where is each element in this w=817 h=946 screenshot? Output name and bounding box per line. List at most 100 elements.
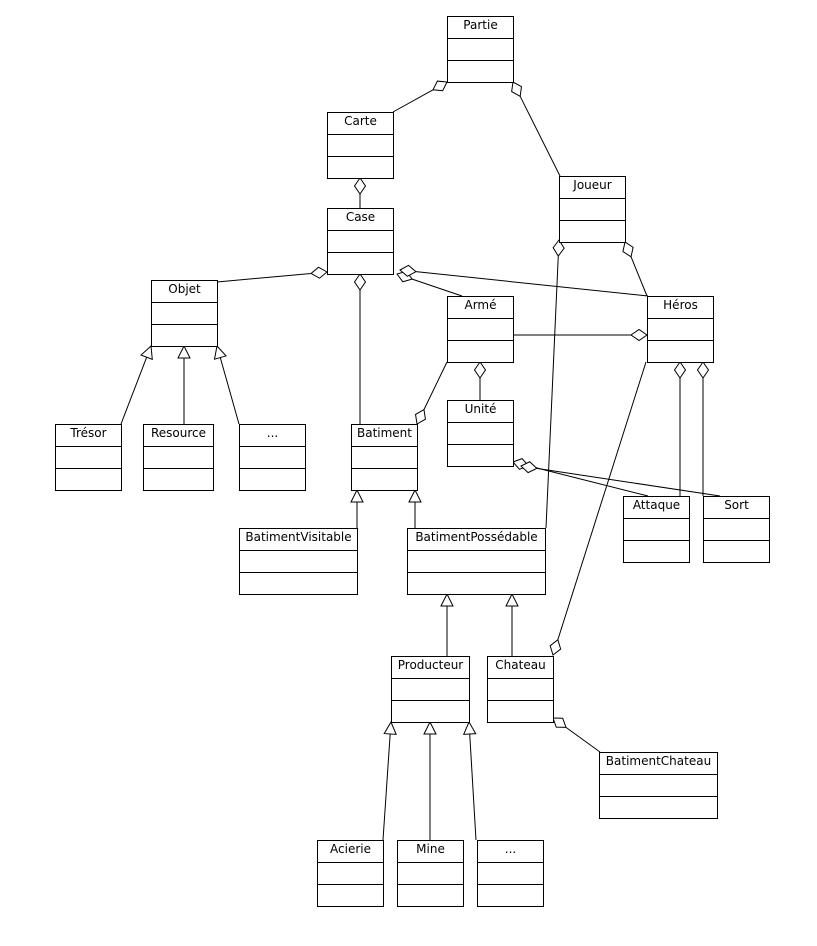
class-box-joueur: Joueur: [559, 176, 626, 243]
aggregation-relation: [673, 361, 687, 496]
class-box-unite: Unité: [447, 400, 514, 467]
class-name: Resource: [151, 426, 206, 440]
class-name: Mine: [416, 842, 445, 856]
generalization-relation: [440, 592, 454, 656]
class-frame: [647, 296, 714, 363]
class-frame: [327, 208, 394, 275]
aggregation-diamond-icon: [673, 361, 687, 379]
aggregation-relation: [473, 361, 487, 400]
relation-layer: [120, 80, 721, 841]
class-name: Armé: [464, 298, 496, 312]
aggregation-line: [392, 89, 434, 113]
class-name: Attaque: [633, 498, 680, 512]
aggregation-relation: [353, 177, 367, 208]
generalization-line: [382, 733, 391, 841]
aggregation-line: [528, 465, 649, 497]
class-name: Acierie: [330, 842, 371, 856]
class-frame: [703, 496, 770, 563]
aggregation-diamond-icon: [630, 328, 648, 342]
generalization-relation: [213, 344, 240, 425]
class-frame: [151, 280, 218, 347]
generalization-line: [219, 357, 240, 425]
aggregation-line: [536, 467, 721, 497]
aggregation-diamond-icon: [310, 266, 328, 279]
aggregation-line: [415, 271, 649, 297]
generalization-line: [120, 357, 148, 425]
class-name: BatimentChateau: [606, 754, 711, 768]
class-name: Producteur: [398, 658, 464, 672]
class-frame: [447, 400, 514, 467]
aggregation-diamond-icon: [696, 361, 710, 379]
generalization-relation: [350, 488, 364, 528]
class-box-chateau: Chateau: [487, 656, 554, 723]
class-name: Objet: [168, 282, 201, 296]
class-frame: [397, 840, 464, 907]
generalization-relation: [505, 592, 519, 656]
aggregation-diamond-icon: [414, 408, 426, 425]
class-box-mine: Mine: [397, 840, 464, 907]
class-frame: [55, 424, 122, 491]
aggregation-relation: [392, 80, 448, 113]
class-box-sort: Sort: [703, 496, 770, 563]
class-box-batiment-chateau: BatimentChateau: [599, 752, 718, 819]
aggregation-diamond-icon: [473, 361, 487, 379]
class-box-objet: Objet: [151, 280, 218, 347]
class-name: Unité: [465, 402, 497, 416]
generalization-triangle-icon: [423, 720, 437, 735]
generalization-triangle-icon: [462, 720, 477, 735]
class-frame: [239, 424, 306, 491]
aggregation-relation: [552, 717, 601, 753]
aggregation-relation: [545, 239, 565, 529]
aggregation-relation: [513, 328, 648, 342]
generalization-relation: [120, 344, 153, 425]
aggregation-diamond-icon: [520, 461, 538, 474]
generalization-triangle-icon: [213, 344, 227, 360]
class-frame: [447, 296, 514, 363]
generalization-triangle-icon: [350, 488, 364, 503]
class-frame: [239, 528, 358, 595]
class-name: ...: [267, 426, 278, 440]
class-box-objet-etc: ...: [239, 424, 306, 491]
generalization-triangle-icon: [440, 592, 454, 607]
class-box-batiment: Batiment: [351, 424, 418, 491]
class-frame: [391, 656, 470, 723]
aggregation-relation: [511, 81, 561, 177]
aggregation-diamond-icon: [399, 264, 417, 277]
aggregation-line: [545, 255, 559, 529]
generalization-relation: [382, 720, 397, 841]
class-name: Partie: [463, 18, 497, 32]
generalization-triangle-icon: [408, 488, 422, 503]
aggregation-line: [630, 256, 648, 297]
aggregation-diamond-icon: [432, 80, 448, 92]
aggregation-line: [216, 272, 312, 283]
class-frame: [317, 840, 384, 907]
generalization-line: [469, 733, 477, 841]
generalization-relation: [423, 720, 437, 840]
class-name: Chateau: [495, 658, 545, 672]
class-name: Joueur: [572, 178, 611, 192]
class-box-case: Case: [327, 208, 394, 275]
aggregation-diamond-icon: [549, 638, 562, 656]
class-box-tresor: Trésor: [55, 424, 122, 491]
aggregation-relation: [549, 361, 647, 656]
aggregation-line: [423, 361, 448, 410]
aggregation-diamond-icon: [552, 239, 565, 257]
aggregation-relation: [512, 458, 649, 497]
class-box-partie: Partie: [447, 16, 514, 83]
class-name: Carte: [344, 114, 377, 128]
class-frame: [623, 496, 690, 563]
generalization-triangle-icon: [505, 592, 519, 607]
aggregation-diamond-icon: [353, 177, 367, 195]
aggregation-relation: [414, 361, 448, 425]
class-box-batiment-possedable: BatimentPossédable: [407, 528, 546, 595]
generalization-triangle-icon: [383, 720, 397, 735]
class-frame: [599, 752, 718, 819]
aggregation-relation: [622, 241, 648, 297]
aggregation-relation: [353, 273, 367, 424]
aggregation-line: [411, 278, 463, 297]
class-name: BatimentPossédable: [415, 530, 537, 544]
generalization-triangle-icon: [140, 344, 153, 361]
class-name: Batiment: [357, 426, 412, 440]
